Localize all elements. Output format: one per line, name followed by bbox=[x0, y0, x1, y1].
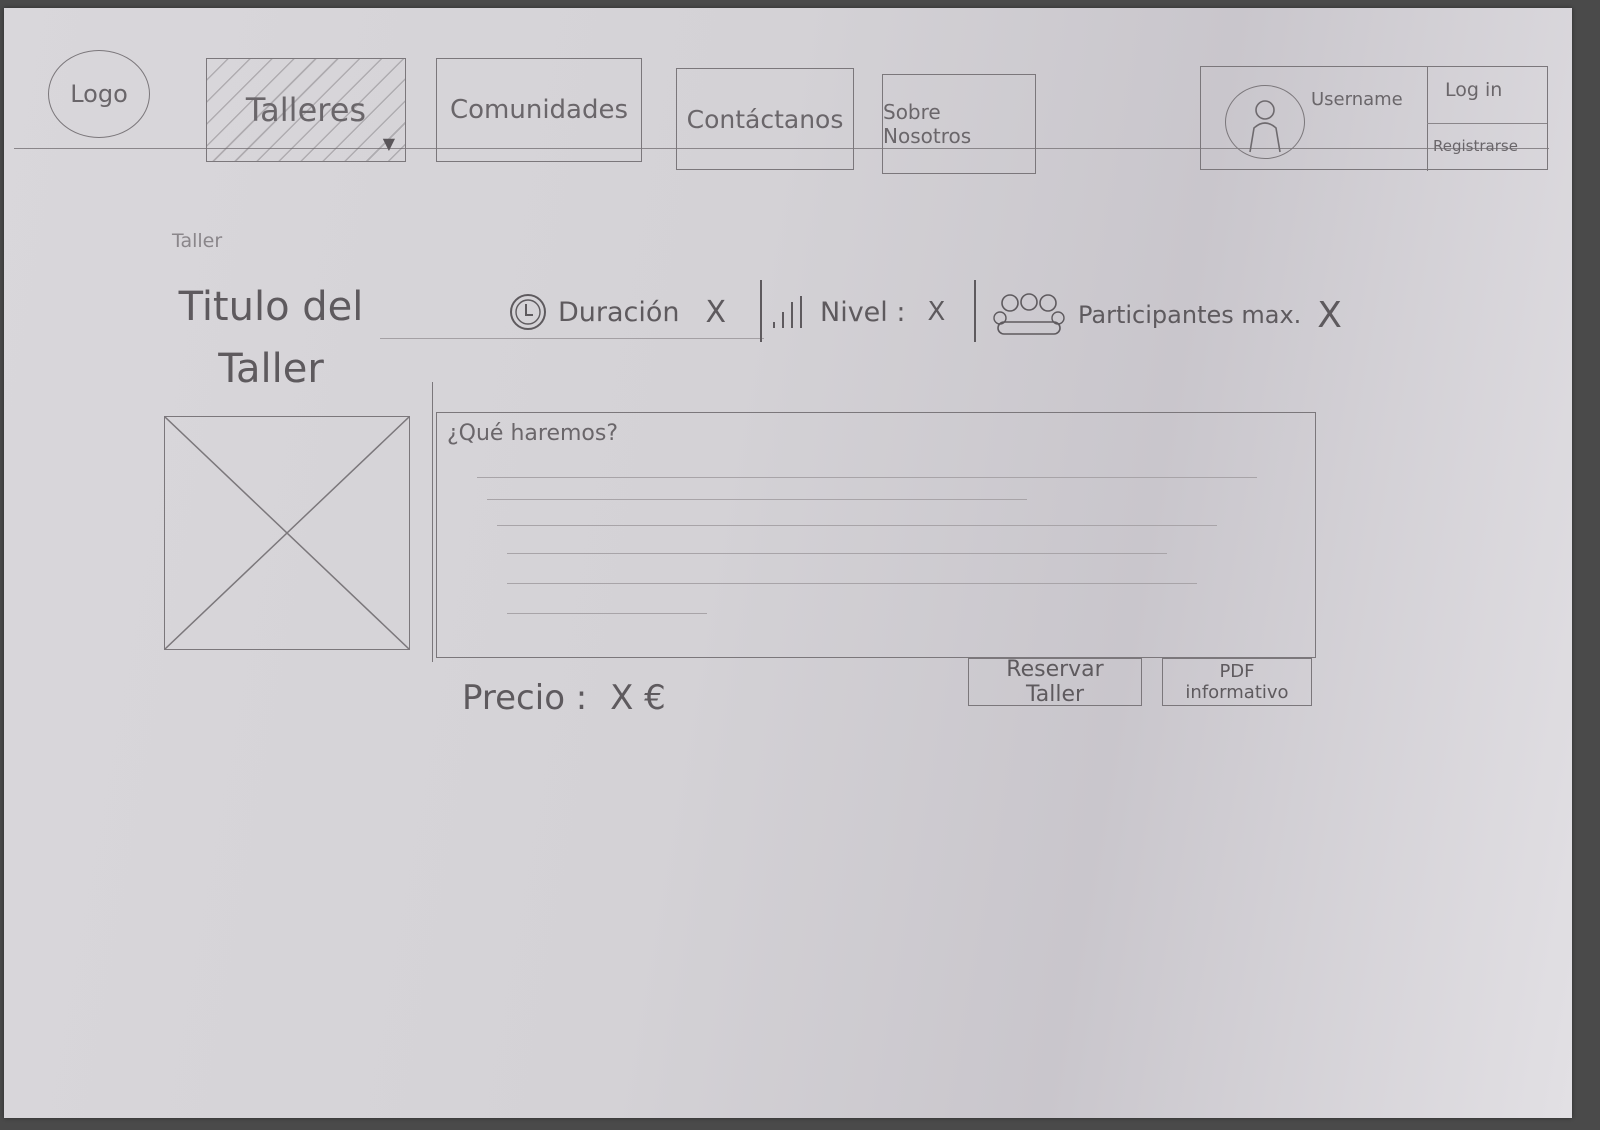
level-info: Nivel : X bbox=[770, 292, 945, 332]
duration-label: Duración bbox=[558, 296, 680, 328]
user-panel: Username Log in Registrarse bbox=[1200, 66, 1548, 171]
tab-sobre-nosotros[interactable]: Sobre Nosotros bbox=[882, 74, 1036, 174]
logo-label: Logo bbox=[70, 80, 128, 108]
text-line bbox=[507, 613, 707, 614]
tab-contactanos[interactable]: Contáctanos bbox=[676, 68, 854, 170]
wireframe-sheet: Logo Talleres ▼ Comunidades Contáctanos … bbox=[4, 8, 1572, 1118]
page-title-line2: Taller bbox=[218, 346, 324, 392]
login-link[interactable]: Log in bbox=[1445, 79, 1503, 101]
description-box: ¿Qué haremos? bbox=[436, 412, 1316, 658]
price-label: Precio : bbox=[462, 678, 588, 718]
description-divider bbox=[432, 382, 433, 662]
page-title: Titulo del Taller bbox=[166, 276, 376, 400]
participants-info: Participantes max. X bbox=[990, 292, 1342, 338]
text-line bbox=[477, 477, 1257, 478]
pdf-info-button[interactable]: PDF informativo bbox=[1162, 658, 1312, 706]
participants-value: X bbox=[1317, 294, 1342, 336]
group-icon bbox=[993, 293, 1065, 335]
username-label[interactable]: Username bbox=[1311, 89, 1403, 110]
tab-talleres[interactable]: Talleres ▼ bbox=[206, 58, 406, 162]
tab-comunidades-label: Comunidades bbox=[449, 95, 629, 125]
user-avatar-icon[interactable] bbox=[1225, 85, 1305, 159]
nav-divider bbox=[14, 148, 1549, 149]
participants-label: Participantes max. bbox=[1078, 301, 1302, 329]
auth-divider-horizontal bbox=[1427, 123, 1547, 124]
image-placeholder-cross bbox=[165, 417, 409, 649]
tab-contactanos-label: Contáctanos bbox=[686, 104, 844, 134]
level-label: Nivel : bbox=[820, 296, 906, 328]
text-line bbox=[507, 553, 1167, 554]
auth-divider bbox=[1427, 67, 1428, 171]
meta-separator bbox=[760, 280, 762, 342]
price-value: X € bbox=[610, 678, 666, 718]
logo[interactable]: Logo bbox=[48, 50, 150, 138]
image-placeholder-icon bbox=[164, 416, 410, 650]
level-value: X bbox=[927, 297, 946, 327]
reserve-workshop-button[interactable]: Reservar Taller bbox=[968, 657, 1142, 707]
meta-underline bbox=[380, 338, 764, 339]
signal-bars-icon bbox=[773, 296, 802, 328]
user-silhouette bbox=[1249, 100, 1281, 153]
text-line bbox=[497, 525, 1217, 526]
text-line bbox=[487, 499, 1027, 500]
description-heading: ¿Qué haremos? bbox=[447, 421, 619, 446]
text-line bbox=[507, 583, 1197, 584]
meta-separator bbox=[974, 280, 976, 342]
page-title-line1: Titulo del bbox=[178, 284, 364, 330]
caret-down-icon[interactable]: ▼ bbox=[382, 134, 395, 153]
duration-info: Duración X bbox=[508, 292, 726, 332]
tab-sobre-nosotros-label: Sobre Nosotros bbox=[883, 100, 972, 148]
clock-icon bbox=[510, 294, 546, 330]
register-link[interactable]: Registrarse bbox=[1433, 137, 1518, 155]
tab-comunidades[interactable]: Comunidades bbox=[436, 58, 642, 162]
price: Precio : X € bbox=[462, 678, 666, 718]
duration-value: X bbox=[705, 294, 727, 330]
breadcrumb[interactable]: Taller bbox=[172, 230, 223, 252]
tab-talleres-label: Talleres bbox=[245, 91, 367, 129]
